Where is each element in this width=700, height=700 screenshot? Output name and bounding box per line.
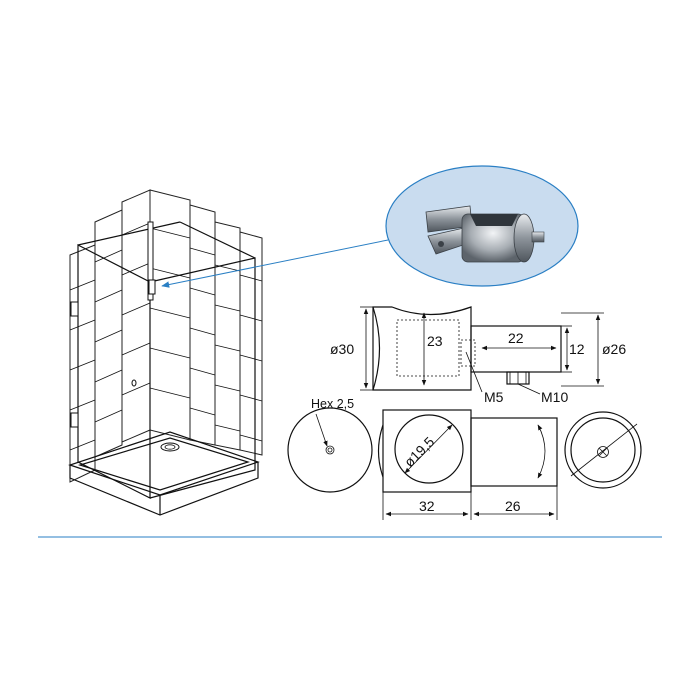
- dim-pin-height: 12: [569, 341, 585, 357]
- top-view-drawing: ø19,5 32 26: [377, 409, 558, 520]
- right-wall-tiles: [149, 189, 263, 456]
- dim-bore-diameter: ø19,5: [401, 433, 438, 470]
- end-view-screw: [564, 411, 642, 489]
- dim-pin-length: 22: [508, 330, 524, 346]
- label-thread-m5: M5: [484, 389, 504, 405]
- wall-hinge-top: [70, 301, 79, 317]
- glass-panels: [70, 221, 256, 499]
- dim-pin-diameter: ø26: [602, 341, 626, 357]
- end-view-hex: Hex 2,5: [287, 397, 373, 493]
- label-hex: Hex 2,5: [311, 397, 354, 411]
- left-wall-tiles: [69, 189, 151, 483]
- shower-enclosure-illustration: [68, 189, 263, 516]
- door-knob: [131, 379, 137, 387]
- detail-leader-line: [161, 239, 389, 288]
- dim-outer-diameter: ø30: [330, 341, 354, 357]
- label-thread-m10: M10: [541, 389, 568, 405]
- side-view-drawing: ø30 23 22 12 ø26 M5 M10: [330, 306, 626, 405]
- dim-depth: 23: [427, 333, 443, 349]
- dim-body-length: 32: [419, 498, 435, 514]
- dim-pin-length-bottom: 26: [505, 498, 521, 514]
- shower-tray: [68, 431, 260, 516]
- connector-location: [148, 279, 156, 295]
- wall-hinge-bottom: [70, 412, 79, 428]
- product-photo-bubble: [385, 165, 579, 287]
